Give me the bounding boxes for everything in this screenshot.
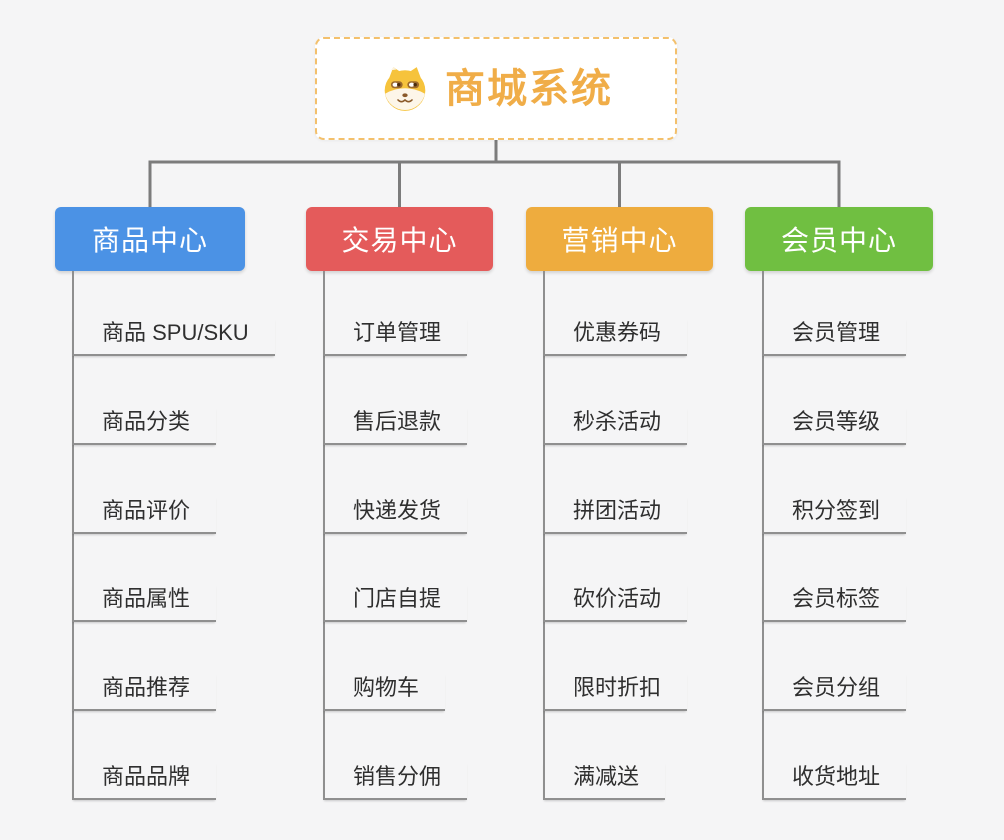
- leaf-node-label: 收货地址: [792, 764, 881, 789]
- branch-node-product-center[interactable]: 商品中心: [55, 207, 245, 271]
- leaf-node-label: 会员等级: [792, 409, 881, 434]
- leaf-node-marketing-center-4[interactable]: 砍价活动: [543, 584, 688, 622]
- leaf-node-label: 订单管理: [353, 320, 442, 345]
- leaf-node-label: 优惠券码: [573, 320, 662, 345]
- branch-node-label: 会员中心: [780, 225, 897, 256]
- leaf-node-member-center-2[interactable]: 会员等级: [762, 407, 907, 445]
- leaf-node-label: 商品属性: [102, 586, 191, 611]
- branch-node-label: 营销中心: [561, 225, 678, 256]
- leaf-node-marketing-center-1[interactable]: 优惠券码: [543, 318, 688, 356]
- leaf-node-label: 商品品牌: [102, 764, 191, 789]
- leaf-node-trade-center-4[interactable]: 门店自提: [323, 584, 468, 622]
- leaf-node-label: 会员管理: [792, 320, 881, 345]
- leaf-node-label: 砍价活动: [573, 586, 662, 611]
- root-node-mall-system[interactable]: 商城系统: [315, 37, 677, 140]
- leaf-node-label: 商品分类: [102, 409, 191, 434]
- leaf-node-label: 满减送: [573, 764, 640, 789]
- shiba-dog-icon: [379, 64, 431, 114]
- leaf-node-marketing-center-2[interactable]: 秒杀活动: [543, 407, 688, 445]
- leaf-node-member-center-3[interactable]: 积分签到: [762, 496, 907, 534]
- leaf-node-label: 商品 SPU/SKU: [102, 320, 249, 345]
- branch-spine: [762, 271, 764, 800]
- leaf-node-trade-center-1[interactable]: 订单管理: [323, 318, 468, 356]
- leaf-node-label: 积分签到: [792, 498, 881, 523]
- leaf-node-label: 商品推荐: [102, 675, 191, 700]
- branch-spine: [72, 271, 74, 800]
- leaf-node-product-center-3[interactable]: 商品评价: [72, 496, 217, 534]
- leaf-node-marketing-center-5[interactable]: 限时折扣: [543, 673, 688, 711]
- branch-node-label: 商品中心: [91, 225, 208, 256]
- leaf-node-member-center-5[interactable]: 会员分组: [762, 673, 907, 711]
- leaf-node-label: 门店自提: [353, 586, 442, 611]
- leaf-node-product-center-6[interactable]: 商品品牌: [72, 762, 217, 800]
- leaf-node-label: 拼团活动: [573, 498, 662, 523]
- leaf-node-marketing-center-6[interactable]: 满减送: [543, 762, 666, 800]
- leaf-node-label: 限时折扣: [573, 675, 662, 700]
- branch-node-member-center[interactable]: 会员中心: [745, 207, 933, 271]
- leaf-node-label: 售后退款: [353, 409, 442, 434]
- leaf-node-trade-center-3[interactable]: 快递发货: [323, 496, 468, 534]
- leaf-node-product-center-4[interactable]: 商品属性: [72, 584, 217, 622]
- root-node-title: 商城系统: [445, 66, 613, 111]
- leaf-node-trade-center-6[interactable]: 销售分佣: [323, 762, 468, 800]
- leaf-node-member-center-1[interactable]: 会员管理: [762, 318, 907, 356]
- leaf-node-label: 快递发货: [353, 498, 442, 523]
- branch-node-marketing-center[interactable]: 营销中心: [526, 207, 713, 271]
- leaf-node-label: 商品评价: [102, 498, 191, 523]
- leaf-node-trade-center-2[interactable]: 售后退款: [323, 407, 468, 445]
- leaf-node-label: 秒杀活动: [573, 409, 662, 434]
- branch-node-trade-center[interactable]: 交易中心: [306, 207, 493, 271]
- leaf-node-label: 会员分组: [792, 675, 881, 700]
- leaf-node-product-center-2[interactable]: 商品分类: [72, 407, 217, 445]
- branch-spine: [543, 271, 545, 800]
- leaf-node-marketing-center-3[interactable]: 拼团活动: [543, 496, 688, 534]
- branch-node-label: 交易中心: [341, 225, 458, 256]
- leaf-node-member-center-4[interactable]: 会员标签: [762, 584, 907, 622]
- leaf-node-trade-center-5[interactable]: 购物车: [323, 673, 446, 711]
- leaf-node-label: 销售分佣: [353, 764, 442, 789]
- branch-spine: [323, 271, 325, 800]
- leaf-node-product-center-5[interactable]: 商品推荐: [72, 673, 217, 711]
- leaf-node-member-center-6[interactable]: 收货地址: [762, 762, 907, 800]
- leaf-node-product-center-1[interactable]: 商品 SPU/SKU: [72, 318, 275, 356]
- leaf-node-label: 会员标签: [792, 586, 881, 611]
- leaf-node-label: 购物车: [353, 675, 420, 700]
